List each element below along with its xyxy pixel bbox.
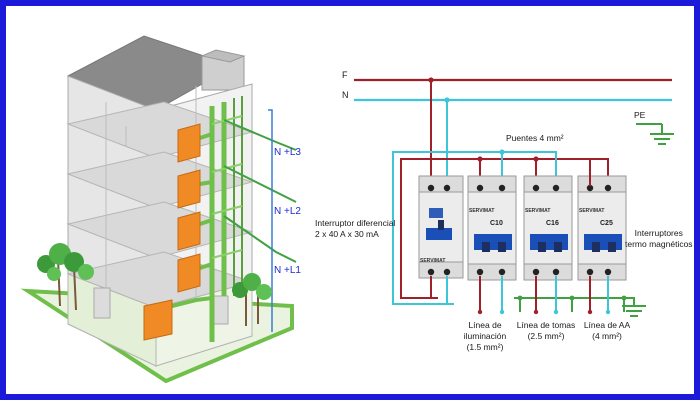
breaker-c16-rating: C16 bbox=[546, 220, 559, 227]
label-rcd-line2: 2 x 40 A x 30 mA bbox=[315, 229, 379, 239]
building-illustration bbox=[20, 35, 297, 384]
phase-bridge bbox=[400, 158, 609, 299]
ground-bus bbox=[514, 297, 635, 306]
breaker-c25-rating: C25 bbox=[600, 220, 613, 227]
breaker-c10 bbox=[467, 175, 517, 281]
label-n: N bbox=[342, 90, 349, 100]
breaker-c16-brand: SERVIMAT bbox=[525, 208, 551, 214]
label-breakers-line2: termo magnéticos bbox=[625, 239, 693, 249]
blue-bracket bbox=[268, 109, 273, 332]
wiring-schematic bbox=[354, 77, 674, 317]
label-bridges: Puentes 4 mm² bbox=[506, 133, 564, 143]
label-rcd: Interruptor diferencial 2 x 40 A x 30 mA bbox=[315, 218, 395, 240]
green-branches bbox=[171, 132, 213, 308]
neutral-bridge bbox=[392, 151, 557, 305]
circuit-lighting-line1: Línea de bbox=[468, 320, 502, 330]
feeder-wires bbox=[223, 119, 297, 263]
panel-box-floor4 bbox=[177, 123, 201, 163]
label-f: F bbox=[342, 70, 348, 80]
label-pe: PE bbox=[634, 110, 646, 120]
panel-box-floor3 bbox=[177, 169, 201, 209]
circuit-ac-line2: (4 mm²) bbox=[592, 331, 622, 341]
tree-right bbox=[232, 273, 272, 326]
rcd-device bbox=[418, 175, 464, 279]
circuit-outlets-line1: Línea de tomas bbox=[516, 320, 576, 330]
circuit-ac-line1: Línea de AA bbox=[583, 320, 631, 330]
circuit-outlets-line2: (2.5 mm²) bbox=[527, 331, 565, 341]
panel-boxes bbox=[143, 123, 201, 341]
breaker-c16 bbox=[523, 175, 573, 281]
tree-left bbox=[37, 243, 94, 311]
circuit-label-outlets: Línea de tomas (2.5 mm²) bbox=[514, 320, 578, 342]
circuit-lighting-line2: iluminación bbox=[463, 331, 507, 341]
panel-box-main bbox=[143, 299, 173, 341]
roof-structure bbox=[201, 55, 245, 91]
breaker-c25-brand: SERVIMAT bbox=[579, 208, 605, 214]
phase-label-l1: N +L1 bbox=[274, 265, 301, 276]
rcd-brand: SERVIMAT bbox=[420, 258, 446, 264]
circuit-lighting-line3: (1.5 mm²) bbox=[466, 342, 504, 352]
breaker-c10-brand: SERVIMAT bbox=[469, 208, 495, 214]
ground-symbol-pe bbox=[636, 123, 674, 145]
label-breakers-line1: Interruptores bbox=[634, 228, 683, 238]
circuit-label-lighting: Línea de iluminación (1.5 mm²) bbox=[461, 320, 509, 353]
label-breakers: Interruptores termo magnéticos bbox=[625, 228, 693, 250]
label-rcd-line1: Interruptor diferencial bbox=[315, 218, 396, 228]
phase-label-l3: N +L3 bbox=[274, 147, 301, 158]
breaker-c25 bbox=[577, 175, 627, 281]
circuit-label-ac: Línea de AA (4 mm²) bbox=[580, 320, 634, 342]
breaker-c10-rating: C10 bbox=[490, 220, 503, 227]
phase-label-l2: N +L2 bbox=[274, 206, 301, 217]
panel-box-floor1 bbox=[177, 253, 201, 293]
panel-box-floor2 bbox=[177, 211, 201, 251]
